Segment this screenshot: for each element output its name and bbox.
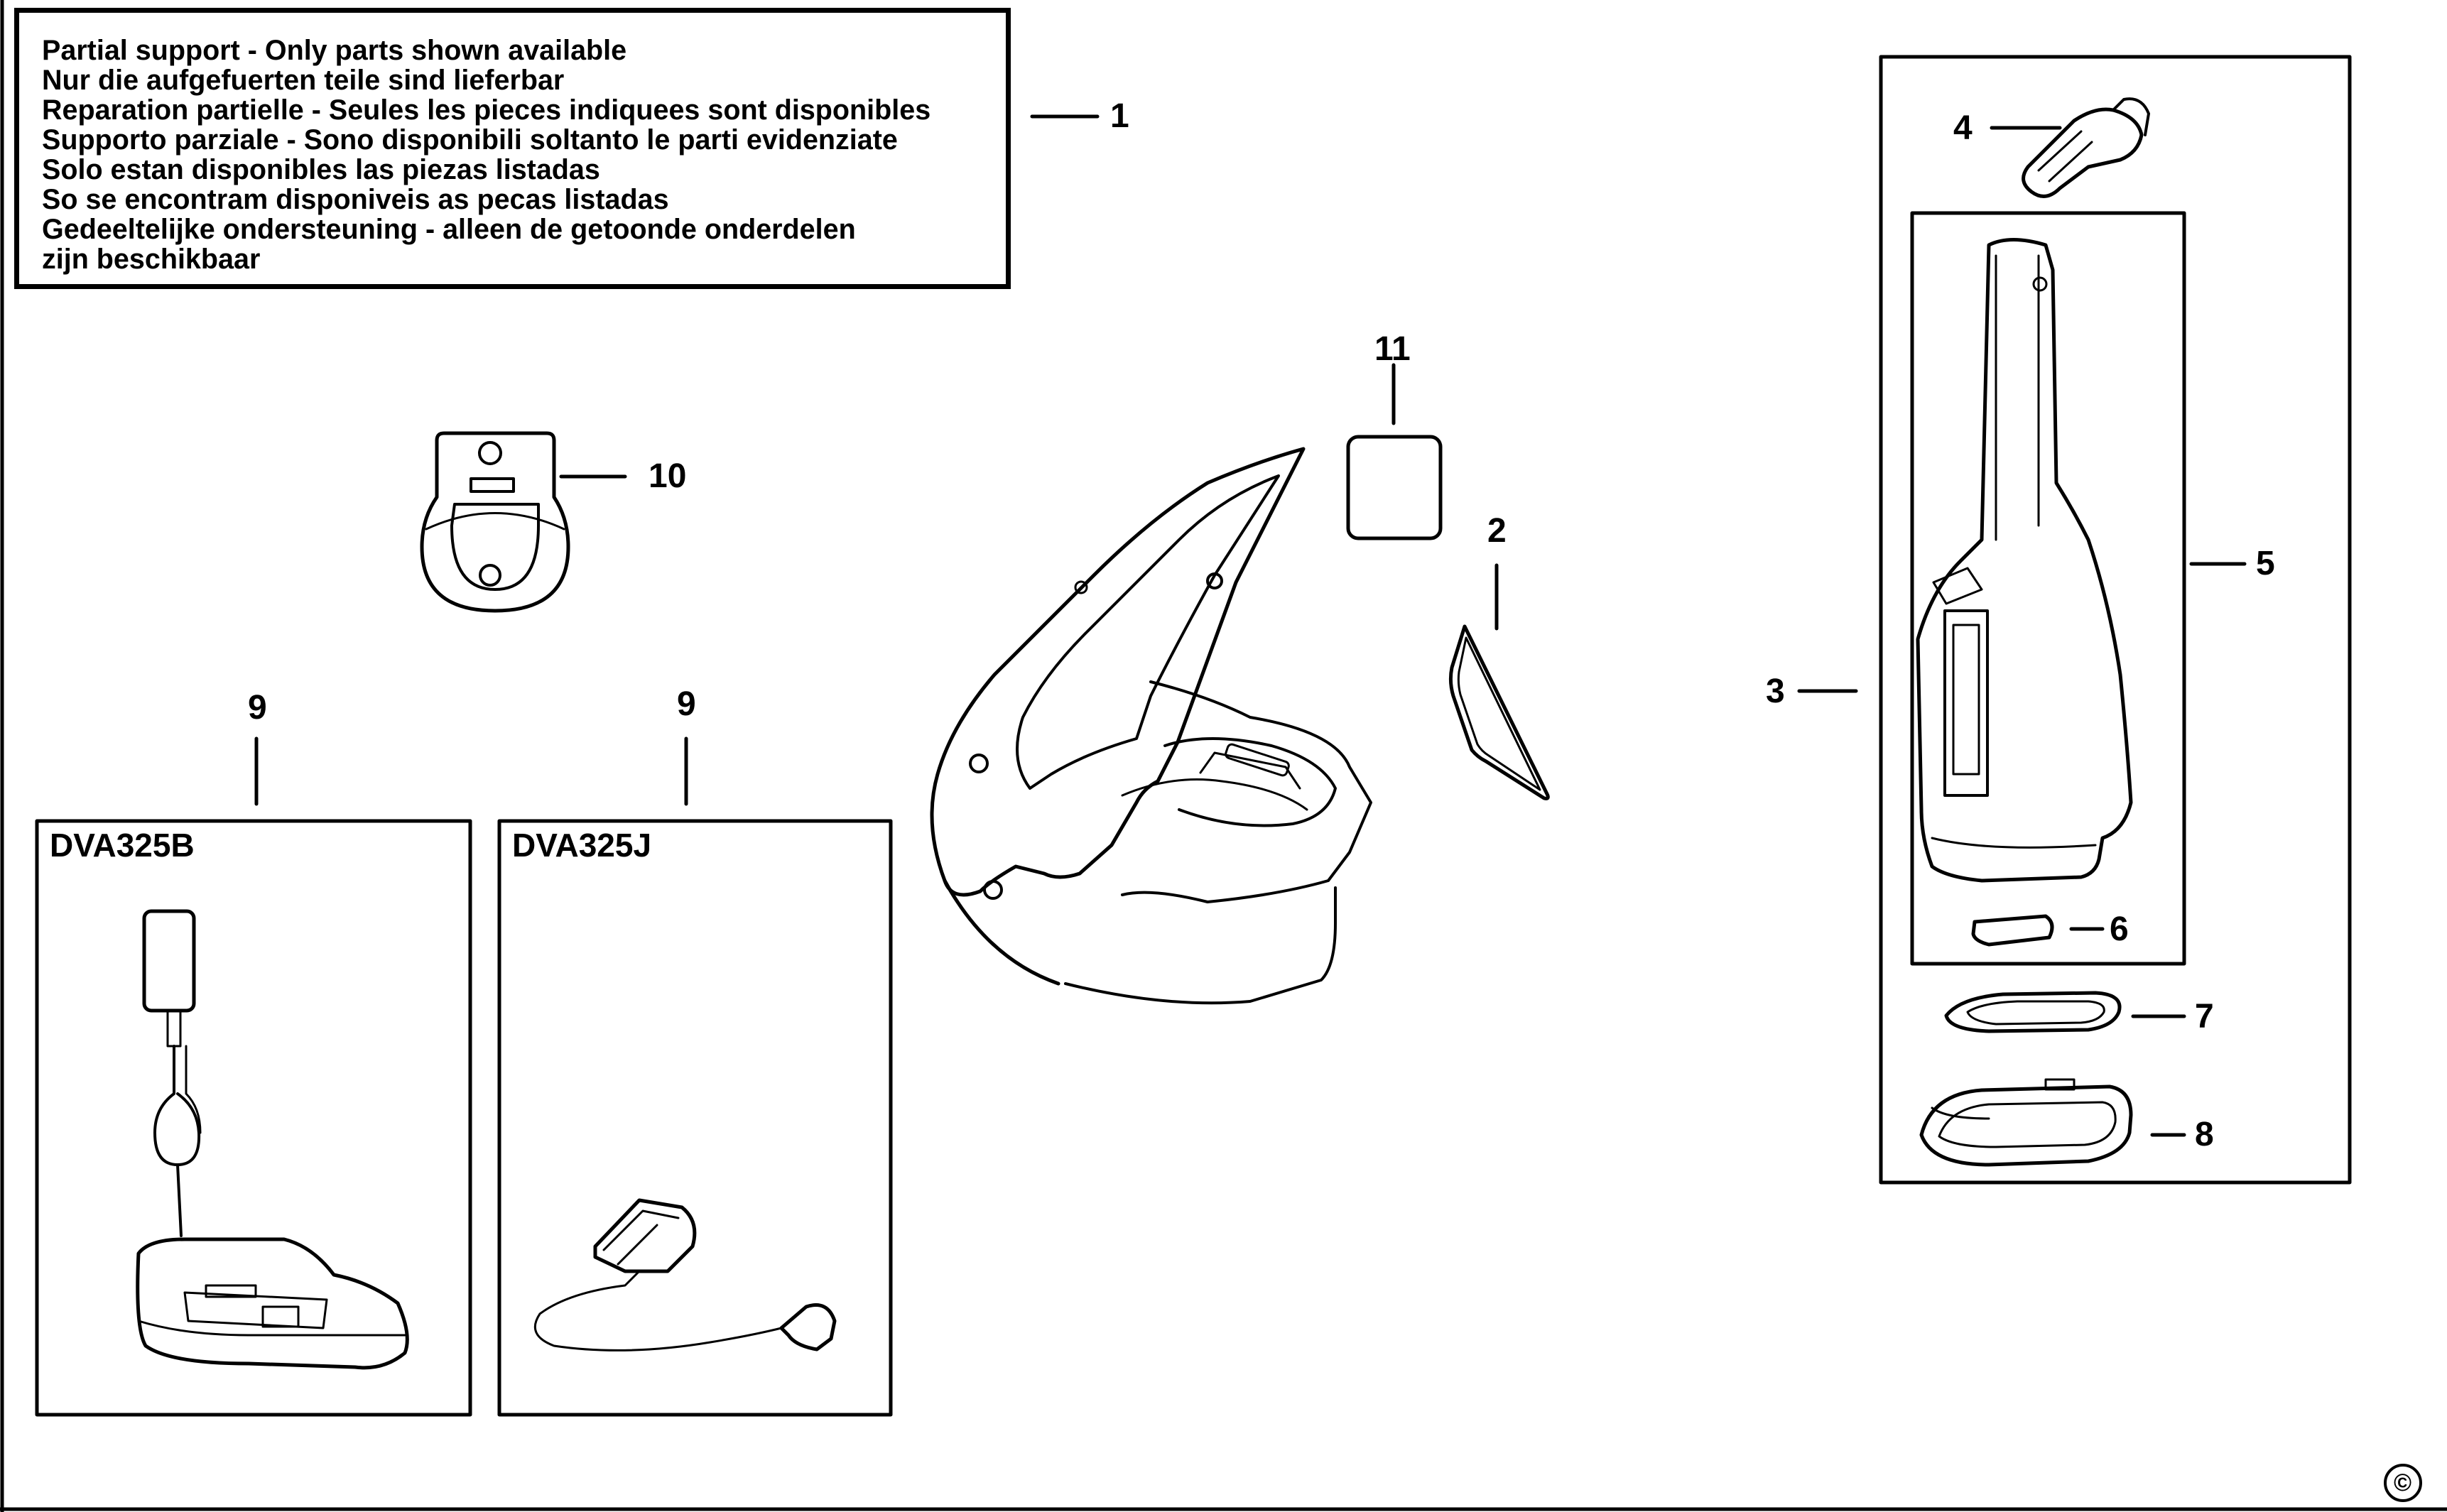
callout-6: 6 — [2110, 910, 2129, 948]
charger-base-dva325b — [136, 909, 409, 1370]
model-label-dva325j: DVA325J — [512, 827, 652, 864]
filter-part-7 — [1944, 991, 2122, 1033]
assembly-box-3 — [1879, 55, 2352, 1185]
gasket-part-2 — [1448, 624, 1550, 800]
callout-4: 4 — [1953, 109, 1973, 147]
notice-line: Solo estan disponibles las piezas listad… — [42, 154, 600, 185]
assembly-box-5 — [1910, 211, 2186, 966]
notice-line: Reparation partielle - Seules les pieces… — [42, 94, 931, 126]
copyright-circle — [2384, 1464, 2422, 1502]
dust-bowl-part-5 — [1916, 238, 2133, 883]
callout-8: 8 — [2195, 1116, 2214, 1153]
notice-line: zijn beschikbaar — [42, 244, 261, 275]
filter-frame-part-8 — [1919, 1078, 2133, 1167]
callout-5: 5 — [2256, 545, 2275, 582]
copyright-symbol: © — [2394, 1469, 2412, 1496]
callout-9-right: 9 — [677, 685, 696, 723]
filter-pad-part-11 — [1346, 435, 1443, 540]
notice-line: Supporto parziale - Sono disponibili sol… — [42, 124, 898, 156]
partial-support-notice: Partial support - Only parts shown avail… — [14, 8, 1011, 289]
notice-line: Partial support - Only parts shown avail… — [42, 35, 627, 66]
callout-9-left: 9 — [248, 689, 267, 727]
callout-1: 1 — [1110, 97, 1129, 135]
model-box-dva325j — [497, 819, 893, 1417]
wall-mount-part-10 — [420, 431, 570, 613]
notice-line: Nur die aufgefuerten teile sind lieferba… — [42, 65, 565, 96]
vacuum-body — [930, 447, 1372, 1005]
nozzle-part-4 — [2022, 97, 2150, 198]
model-label-dva325b: DVA325B — [50, 827, 195, 864]
callout-7: 7 — [2195, 998, 2214, 1035]
callout-3: 3 — [1766, 673, 1785, 710]
callout-11: 11 — [1374, 330, 1411, 368]
callout-10: 10 — [649, 457, 687, 495]
callout-2: 2 — [1487, 512, 1507, 550]
model-box-dva325b — [35, 819, 472, 1417]
notice-text: Partial support - Only parts shown avail… — [42, 36, 930, 274]
notice-line: Gedeeltelijke ondersteuning - alleen de … — [42, 214, 856, 245]
notice-line: So se encontram disponiveis as pecas lis… — [42, 184, 669, 215]
charger-plug-dva325j — [533, 1198, 837, 1351]
filter-tab-part-6 — [1971, 914, 2054, 947]
